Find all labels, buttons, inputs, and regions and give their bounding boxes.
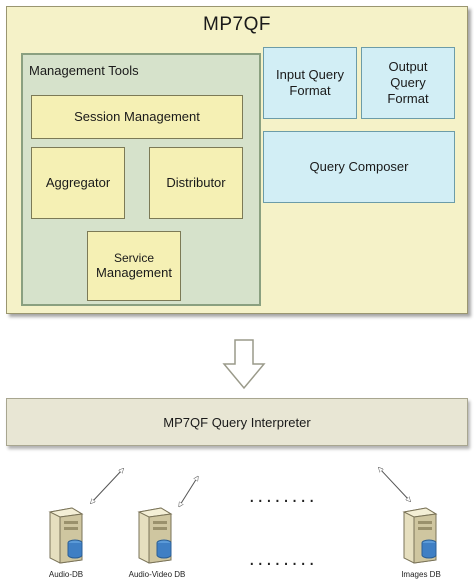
service-management-label-line2: Management: [96, 265, 172, 281]
output-query-format-box: Output Query Format: [361, 47, 455, 119]
query-interpreter-block: MP7QF Query Interpreter: [6, 398, 468, 446]
session-management-label: Session Management: [74, 109, 200, 125]
mp7qf-title: MP7QF: [203, 14, 271, 35]
database-label: Images DB: [401, 570, 441, 579]
down-arrow-icon: [222, 339, 266, 390]
input-query-format-line2: Format: [289, 83, 331, 98]
distributor-label: Distributor: [166, 175, 226, 191]
input-query-format-box: Input Query Format: [263, 47, 357, 119]
server-database-icon: [137, 507, 173, 564]
service-management-box: Service Management: [87, 231, 181, 301]
output-query-format-line2: Query: [390, 74, 426, 90]
output-query-format-line3: Format: [387, 91, 429, 107]
query-composer-box: Query Composer: [263, 131, 455, 203]
server-database-icon: [402, 507, 438, 564]
service-management-label-line1: Service: [113, 251, 154, 265]
database-server: Audio-DB: [42, 506, 90, 579]
input-query-format-line1: Input Query: [276, 66, 344, 82]
double-arrow-icon: [92, 470, 122, 502]
management-tools-block: Management Tools Session Management Aggr…: [21, 53, 261, 306]
query-composer-label: Query Composer: [309, 158, 409, 174]
database-label: Audio-DB: [48, 570, 84, 579]
aggregator-box: Aggregator: [31, 147, 125, 219]
database-server: Audio-Video DB: [122, 506, 192, 579]
management-tools-title: Management Tools: [29, 63, 139, 78]
ellipsis-bottom: ........: [249, 548, 318, 570]
session-management-box: Session Management: [31, 95, 243, 139]
database-server: Images DB: [396, 506, 446, 579]
double-arrow-icon: [380, 469, 409, 500]
database-label: Audio-Video DB: [128, 570, 186, 579]
double-arrow-icon: [177, 478, 200, 505]
ellipsis-top: ........: [249, 485, 318, 507]
query-interpreter-label: MP7QF Query Interpreter: [163, 414, 311, 430]
output-query-format-line1: Output: [388, 58, 428, 74]
distributor-box: Distributor: [149, 147, 243, 219]
server-database-icon: [48, 507, 84, 564]
aggregator-label: Aggregator: [45, 175, 111, 191]
mp7qf-block: MP7QF Management Tools Session Managemen…: [6, 6, 468, 314]
